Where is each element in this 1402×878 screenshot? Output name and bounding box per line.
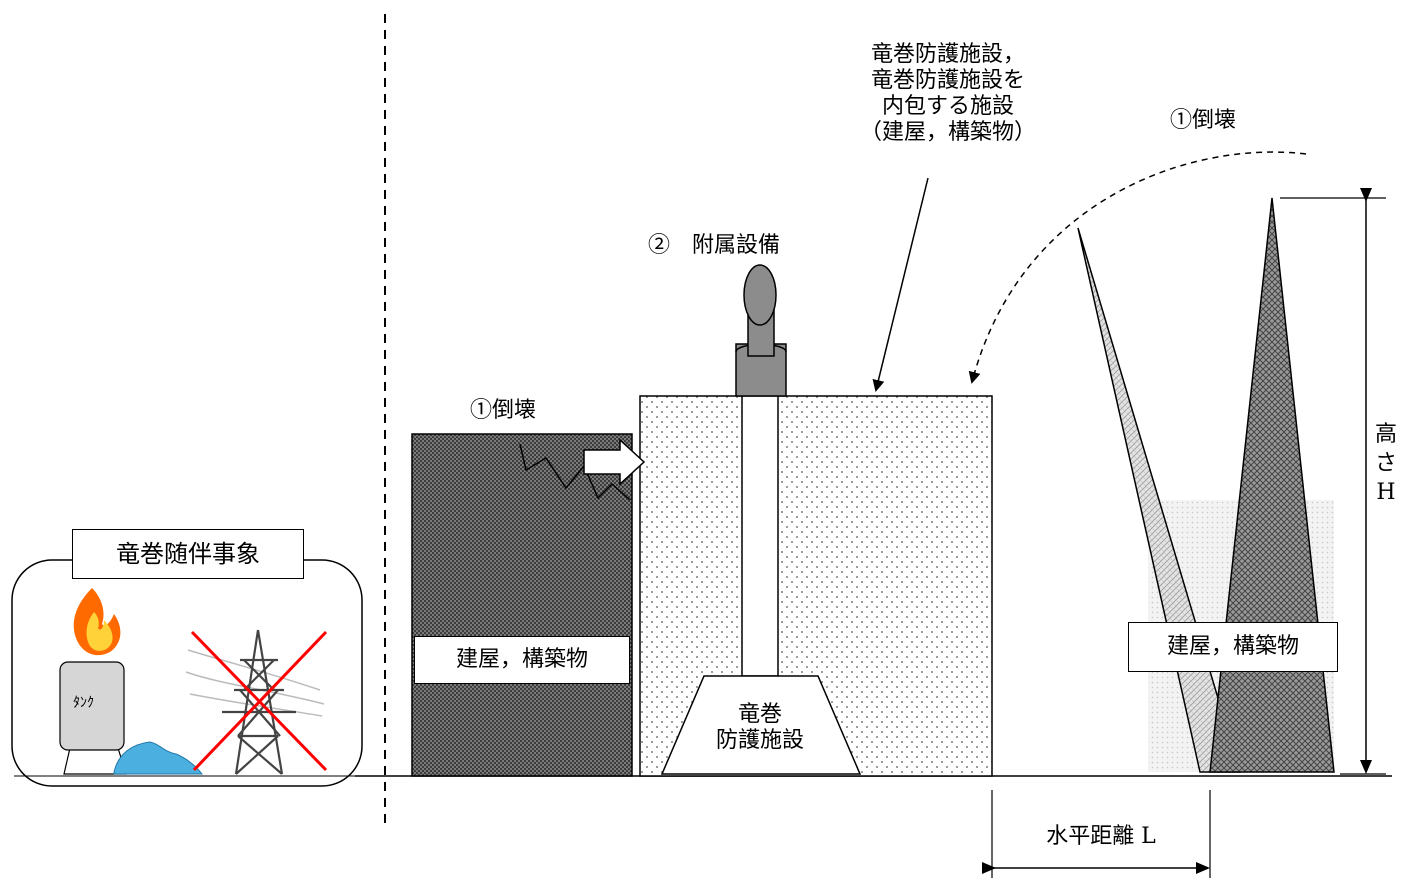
tank-icon — [59, 661, 127, 775]
collapse-curve-arrow — [968, 151, 1307, 384]
attached-equipment-icon — [735, 264, 787, 397]
height-line3: H — [1376, 480, 1396, 505]
prohibited-cross-icon — [190, 630, 328, 772]
collapse-right-label: ①倒壊 — [1170, 108, 1237, 133]
building-left-label: 建屋，構築物 — [414, 636, 630, 684]
crack-line — [519, 443, 631, 501]
tower-upright — [1209, 197, 1335, 773]
white-arrow-icon — [583, 438, 646, 486]
building-left — [411, 433, 633, 777]
associated-events-label: 竜巻随伴事象 — [72, 529, 304, 579]
attached-equipment-label: ② 附属設備 — [648, 233, 781, 258]
flame-icon — [73, 588, 121, 656]
callout-label: 竜巻防護施設， 竜巻防護施設を 内包する施設 （建屋，構築物） — [836, 42, 1060, 146]
protected-facility-line1: 竜巻 — [737, 702, 782, 727]
callout-line4: （建屋，構築物） — [859, 120, 1036, 145]
horizontal-distance-label: 水平距離 L — [1046, 824, 1156, 849]
height-label: 高 さ H — [1372, 420, 1400, 507]
callout-line2: 竜巻防護施設を — [870, 68, 1025, 93]
protected-facility-label: 竜巻 防護施設 — [690, 702, 830, 754]
pipe — [741, 395, 779, 677]
height-line1: 高 — [1374, 422, 1397, 447]
building-right-label: 建屋，構築物 — [1128, 622, 1338, 672]
collapse-left-label: ①倒壊 — [470, 398, 537, 423]
callout-line3: 内包する施設 — [881, 94, 1014, 119]
callout-arrow — [872, 177, 929, 392]
protection-facility-shape — [660, 675, 862, 775]
protected-facility-line2: 防護施設 — [715, 728, 804, 753]
height-line2: さ — [1374, 451, 1397, 476]
tank-label: ﾀﾝｸ — [73, 695, 94, 711]
callout-line1: 竜巻防護施設， — [870, 42, 1025, 67]
